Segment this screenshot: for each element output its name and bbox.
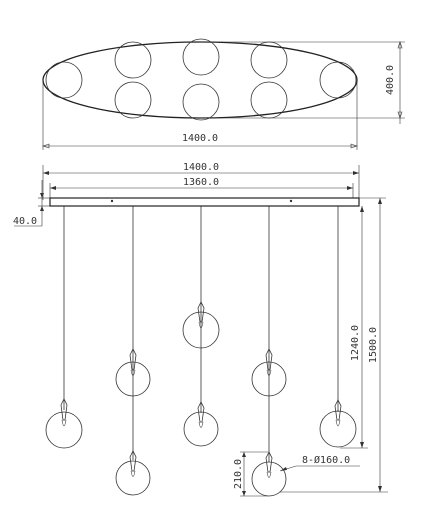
globe-height-label: 210.0 <box>233 459 244 489</box>
top-view-globe <box>182 38 220 76</box>
top-view-globe <box>250 41 288 79</box>
top-view: 1400.0 400.0 <box>42 38 405 150</box>
globe-height-dimension: 210.0 <box>233 451 268 497</box>
canopy-screw <box>110 199 114 203</box>
canopy-screw <box>289 199 293 203</box>
front-view: 1400.0 1360.0 40.0 <box>13 162 388 497</box>
front-view-inner-width-label: 1360.0 <box>183 177 219 188</box>
top-view-globe <box>45 61 83 99</box>
front-view-width-label: 1400.0 <box>183 162 219 173</box>
globe-spec-label: 8-Ø160.0 <box>302 454 350 466</box>
total-height-label: 1500.0 <box>368 327 379 363</box>
drop-dimension: 1240.0 <box>340 206 368 449</box>
pendant-globe <box>115 348 151 397</box>
pendant-globe <box>45 398 83 449</box>
top-view-globes <box>45 38 357 121</box>
pendant-globe <box>251 451 287 497</box>
top-view-globe <box>114 41 152 79</box>
total-height-dimension: 1500.0 <box>280 197 388 493</box>
top-view-globe <box>182 83 220 121</box>
globe-diameter-leader: 8-Ø160.0 <box>279 454 360 472</box>
top-view-width-label: 1400.0 <box>182 133 218 144</box>
top-view-globe <box>250 81 288 119</box>
top-view-depth-label: 400.0 <box>385 65 396 95</box>
pendant-globes <box>45 301 357 497</box>
pendant-globe <box>182 301 220 349</box>
pendant-globe <box>115 450 151 496</box>
pendant-globe <box>251 348 287 397</box>
canopy-height-dimension: 40.0 <box>13 180 50 227</box>
canopy-height-label: 40.0 <box>13 216 37 227</box>
pendant-globe <box>319 399 357 448</box>
suspension-cables <box>63 206 339 462</box>
top-view-ellipse-canopy <box>42 41 358 119</box>
drop-label: 1240.0 <box>350 325 361 361</box>
top-view-depth-dimension: 400.0 <box>200 41 405 124</box>
top-view-width-dimension: 1400.0 <box>42 80 358 150</box>
front-view-inner-width-dimension: 1360.0 <box>49 177 354 198</box>
pendant-globe <box>183 401 219 447</box>
top-view-globe <box>319 61 357 99</box>
top-view-globe <box>114 81 152 119</box>
canopy-bar <box>49 197 360 207</box>
